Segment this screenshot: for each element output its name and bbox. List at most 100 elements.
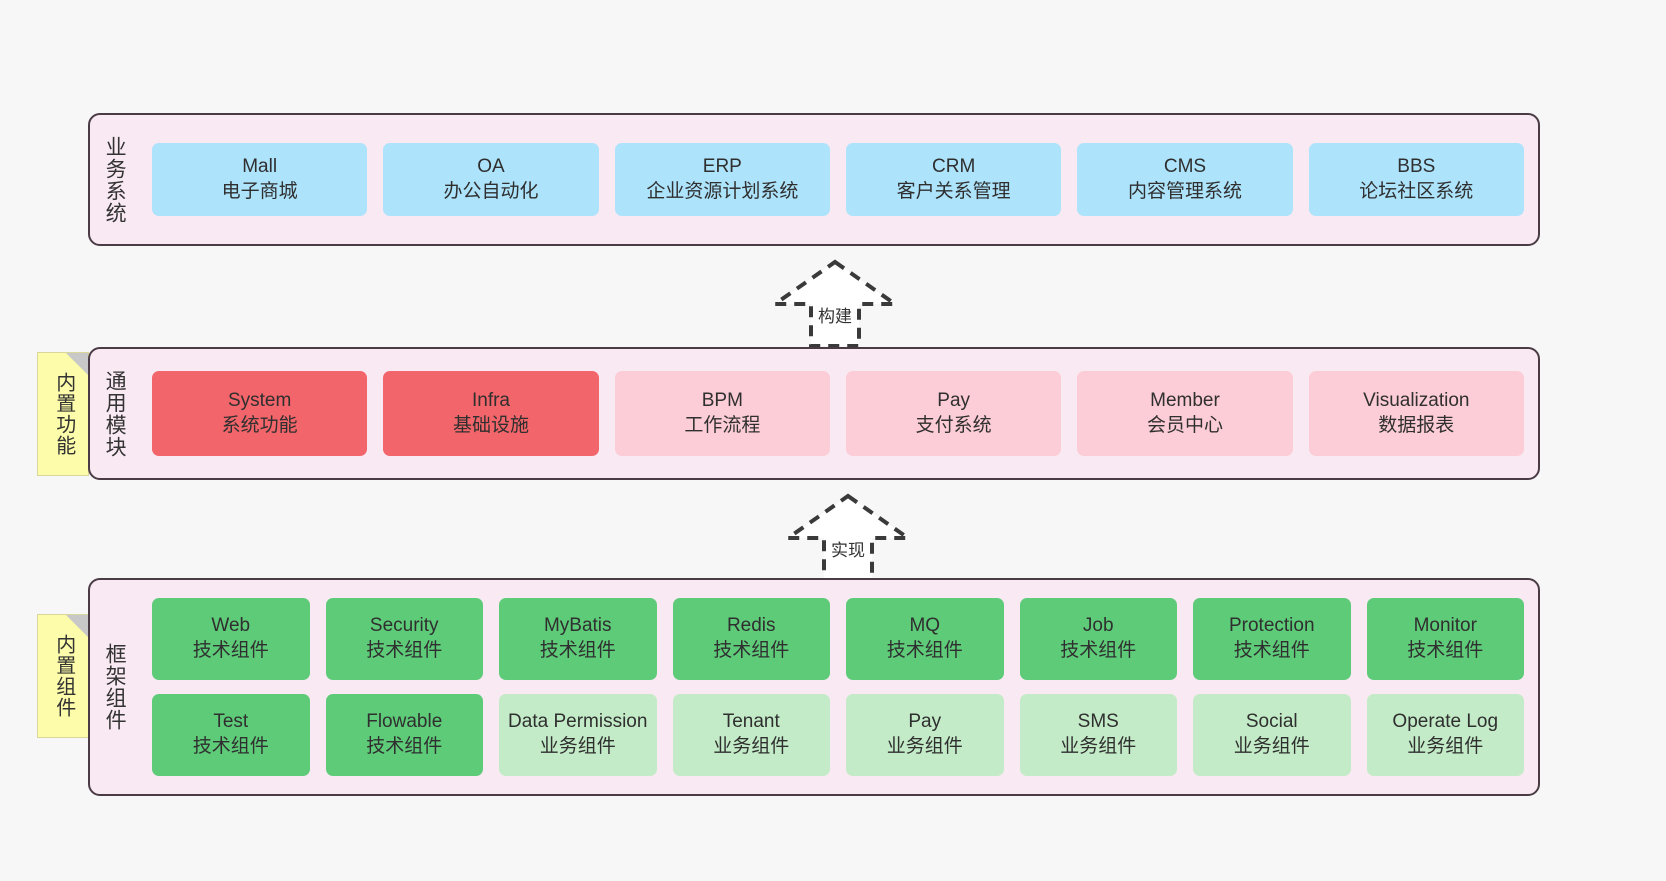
node-subtitle: 技术组件 [192, 640, 269, 661]
node-subtitle: 业务组件 [713, 736, 790, 757]
node-subtitle: 业务组件 [539, 736, 616, 757]
arrow-build-shape [768, 259, 902, 348]
node-subtitle: 技术组件 [366, 640, 443, 661]
node-subtitle: 内容管理系统 [1127, 180, 1242, 202]
sticky-note-builtin-functions: 内置功能 [37, 352, 89, 476]
node-title: Flowable [366, 711, 443, 733]
node-mybatis[interactable]: MyBatis 技术组件 [499, 598, 657, 680]
node-erp[interactable]: ERP 企业资源计划系统 [614, 143, 830, 216]
node-social[interactable]: Social 业务组件 [1193, 694, 1351, 776]
node-title: Social [1245, 711, 1298, 733]
node-subtitle: 办公自动化 [443, 180, 539, 202]
node-subtitle: 系统功能 [221, 414, 298, 436]
node-title: Mall [242, 155, 278, 177]
node-title: MQ [909, 615, 941, 637]
node-tenant[interactable]: Tenant 业务组件 [672, 694, 830, 776]
node-title: ERP [702, 155, 742, 177]
node-title: MyBatis [543, 615, 612, 637]
node-subtitle: 论坛社区系统 [1359, 180, 1474, 202]
layer-body-common-modules: System 系统功能 Infra 基础设施 BPM 工作流程 Pay 支付系统… [138, 349, 1538, 478]
node-security[interactable]: Security 技术组件 [325, 598, 483, 680]
node-row: Mall 电子商城 OA 办公自动化 ERP 企业资源计划系统 CRM 客户关系… [152, 143, 1524, 216]
layer-title-common-modules: 通用模块 [103, 369, 127, 458]
node-visualization[interactable]: Visualization 数据报表 [1308, 371, 1524, 456]
node-subtitle: 业务组件 [1407, 736, 1484, 757]
node-subtitle: 业务组件 [886, 736, 963, 757]
node-title: Data Permission [508, 711, 648, 733]
arrow-build-label: 构建 [818, 307, 852, 326]
node-mall[interactable]: Mall 电子商城 [152, 143, 368, 216]
layer-title-framework-components: 框架组件 [103, 643, 127, 731]
node-redis[interactable]: Redis 技术组件 [672, 598, 830, 680]
node-subtitle: 技术组件 [192, 736, 269, 757]
node-crm[interactable]: CRM 客户关系管理 [845, 143, 1062, 216]
layer-business-systems: 业务系统 Mall 电子商城 OA 办公自动化 ERP 企业资源计划系统 CRM… [88, 113, 1540, 246]
node-oa[interactable]: OA 办公自动化 [383, 143, 599, 216]
sticky-note-builtin-components: 内置组件 [37, 614, 89, 738]
node-title: CMS [1163, 155, 1207, 177]
node-title: Tenant [722, 711, 780, 733]
node-web[interactable]: Web 技术组件 [152, 598, 310, 680]
node-subtitle: 技术组件 [1060, 640, 1137, 661]
node-protection[interactable]: Protection 技术组件 [1193, 598, 1351, 680]
node-mq[interactable]: MQ 技术组件 [846, 598, 1004, 680]
node-system[interactable]: System 系统功能 [152, 371, 368, 456]
node-title: CRM [932, 155, 976, 177]
node-row: Web 技术组件 Security 技术组件 MyBatis 技术组件 Redi… [152, 598, 1524, 680]
node-test[interactable]: Test 技术组件 [152, 694, 310, 776]
node-job[interactable]: Job 技术组件 [1019, 598, 1177, 680]
node-data-permission[interactable]: Data Permission 业务组件 [499, 694, 657, 776]
arrow-implement-label: 实现 [831, 541, 865, 560]
node-title: Operate Log [1392, 711, 1499, 733]
arrow-build: 构建 [755, 258, 915, 348]
layer-framework-components: 框架组件 Web 技术组件 Security 技术组件 MyBatis 技术组件… [88, 578, 1540, 796]
node-subtitle: 工作流程 [684, 414, 761, 436]
node-pay-module[interactable]: Pay 支付系统 [845, 371, 1062, 456]
node-subtitle: 技术组件 [1233, 640, 1310, 661]
node-title: SMS [1077, 711, 1119, 733]
node-cms[interactable]: CMS 内容管理系统 [1077, 143, 1293, 216]
node-title: Redis [726, 615, 776, 637]
node-monitor[interactable]: Monitor 技术组件 [1366, 598, 1524, 680]
node-subtitle: 会员中心 [1146, 414, 1223, 436]
node-flowable[interactable]: Flowable 技术组件 [325, 694, 483, 776]
node-title: Protection [1228, 615, 1315, 637]
node-subtitle: 技术组件 [366, 736, 443, 757]
node-subtitle: 支付系统 [915, 414, 992, 436]
node-title: BBS [1397, 155, 1436, 177]
node-title: System [227, 389, 292, 411]
node-title: OA [477, 155, 505, 177]
layer-body-business-systems: Mall 电子商城 OA 办公自动化 ERP 企业资源计划系统 CRM 客户关系… [138, 115, 1538, 244]
node-title: Infra [471, 389, 510, 411]
node-title: Visualization [1363, 389, 1470, 411]
node-operate-log[interactable]: Operate Log 业务组件 [1366, 694, 1524, 776]
node-title: BPM [701, 389, 743, 411]
node-row: System 系统功能 Infra 基础设施 BPM 工作流程 Pay 支付系统… [152, 371, 1524, 456]
node-pay-component[interactable]: Pay 业务组件 [846, 694, 1004, 776]
node-subtitle: 电子商城 [221, 180, 298, 202]
node-bpm[interactable]: BPM 工作流程 [614, 371, 830, 456]
node-sms[interactable]: SMS 业务组件 [1019, 694, 1177, 776]
sticky-note-label: 内置组件 [52, 634, 75, 718]
node-subtitle: 数据报表 [1378, 414, 1455, 436]
node-infra[interactable]: Infra 基础设施 [383, 371, 599, 456]
layer-title-business-systems: 业务系统 [103, 135, 127, 224]
node-subtitle: 业务组件 [1060, 736, 1137, 757]
node-subtitle: 业务组件 [1233, 736, 1310, 757]
node-subtitle: 技术组件 [1407, 640, 1484, 661]
node-title: Member [1150, 389, 1220, 411]
node-row: Test 技术组件 Flowable 技术组件 Data Permission … [152, 694, 1524, 776]
node-subtitle: 技术组件 [886, 640, 963, 661]
node-subtitle: 技术组件 [539, 640, 616, 661]
node-bbs[interactable]: BBS 论坛社区系统 [1308, 143, 1524, 216]
node-title: Pay [937, 389, 971, 411]
node-subtitle: 基础设施 [452, 414, 529, 436]
arrow-implement: 实现 [768, 492, 928, 582]
node-subtitle: 企业资源计划系统 [646, 180, 799, 202]
node-title: Security [369, 615, 439, 637]
node-member[interactable]: Member 会员中心 [1077, 371, 1293, 456]
sticky-note-label: 内置功能 [52, 372, 75, 456]
node-subtitle: 技术组件 [713, 640, 790, 661]
node-subtitle: 客户关系管理 [896, 180, 1011, 202]
